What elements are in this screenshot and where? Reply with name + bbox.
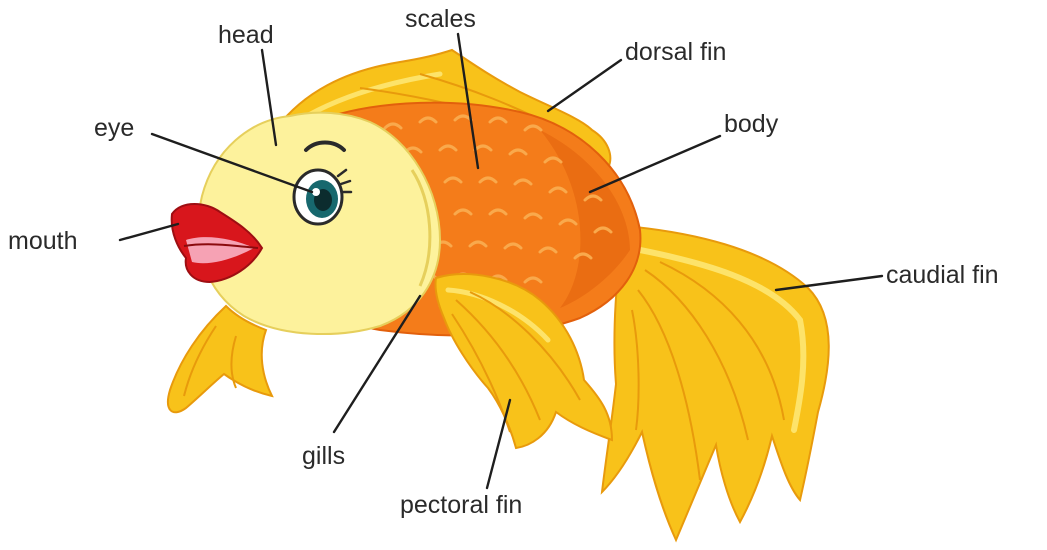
label-gills: gills: [302, 442, 345, 470]
label-dorsal-fin: dorsal fin: [625, 38, 726, 66]
label-body: body: [724, 110, 779, 138]
label-eye: eye: [94, 114, 134, 142]
label-pectoral-fin: pectoral fin: [400, 491, 522, 519]
leader-line-dorsal-fin: [548, 60, 621, 111]
label-scales: scales: [405, 5, 476, 33]
leader-line-pectoral-fin: [487, 400, 510, 488]
label-mouth: mouth: [8, 227, 77, 255]
label-caudial-fin: caudial fin: [886, 261, 999, 289]
caudal-fin-shape: [602, 226, 829, 540]
leader-line-mouth: [120, 224, 178, 240]
label-head: head: [218, 21, 274, 49]
